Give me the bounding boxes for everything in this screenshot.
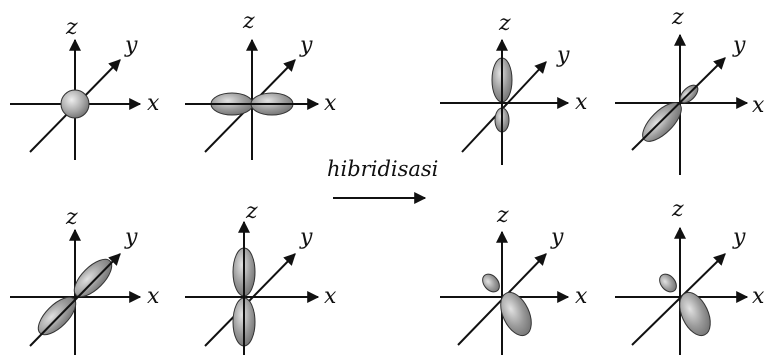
py-lobe-back [37,296,77,336]
pz-orbital-panel: z y x [185,199,337,355]
s-orbital-panel: z y x [10,15,160,160]
sp3-small-lobe [482,273,500,293]
hybridization-arrow: hibridisasi [327,157,438,204]
y-label: y [124,33,138,58]
sp3-large-lobe [679,291,711,337]
y-label: y [299,225,313,250]
px-orbital-panel: z y x [185,9,337,160]
z-label: z [671,197,684,222]
py-orbital-panel: z y x [10,205,160,355]
y-axis [461,61,547,153]
y-label: y [124,225,138,250]
y-label: y [550,225,564,250]
hybridization-label: hibridisasi [327,157,438,181]
z-label: z [242,9,255,34]
y-axis [631,57,726,151]
z-label: z [671,5,684,30]
x-label: x [575,284,588,309]
y-label: y [556,43,570,68]
z-label: z [65,205,78,230]
sp3-small-lobe [659,273,677,293]
sp3-orbital-1-panel: z y x [440,11,588,165]
sp3-large-lobe [500,291,532,337]
y-label: y [732,33,746,58]
x-label: x [147,284,160,309]
x-label: x [752,284,765,309]
z-label: z [496,203,509,228]
sp3-orbital-4-panel: z y x [615,197,765,355]
y-label: y [299,33,313,58]
sp3-orbital-3-panel: z y x [440,203,588,355]
x-label: x [575,90,588,115]
z-label: z [65,15,78,40]
y-axis [631,253,726,346]
x-label: x [324,91,337,116]
x-label: x [324,284,337,309]
x-label: x [147,91,160,116]
sp3-large-lobe [642,102,682,142]
y-axis [29,253,121,347]
y-label: y [732,225,746,250]
y-axis [204,253,296,347]
s-orbital-sphere [60,89,90,119]
z-label: z [498,11,511,36]
z-label: z [245,199,258,224]
sp3-orbital-2-panel: z y x [615,5,765,175]
x-label: x [752,93,765,118]
